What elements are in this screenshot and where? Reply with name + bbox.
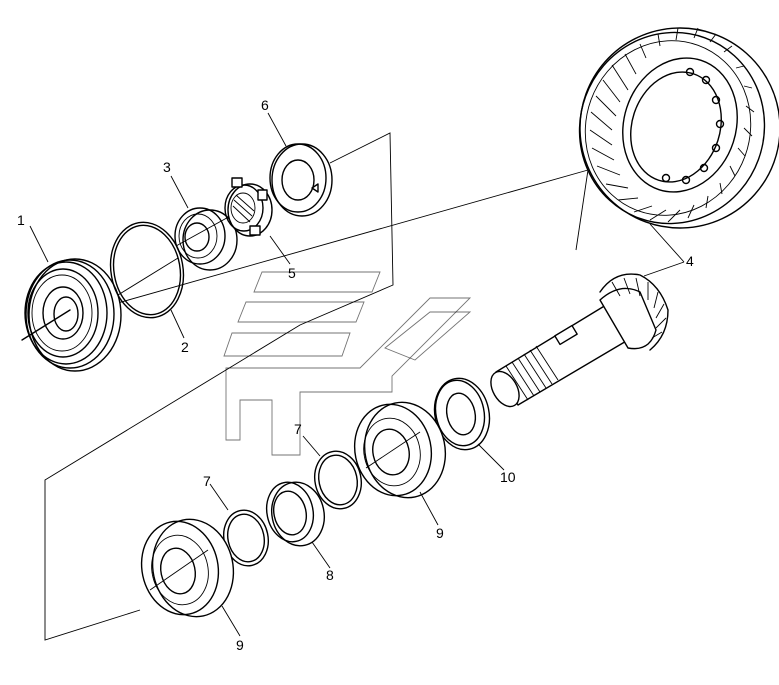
part-4-ring-gear: [578, 27, 779, 229]
part-3-bearing: [174, 207, 238, 271]
callout-5: 5: [288, 265, 296, 281]
part-7-ring-upper: [314, 450, 362, 510]
part-4-pinion-shaft: [490, 273, 669, 408]
callout-10: 10: [500, 469, 516, 485]
ring-gear-teeth: [589, 27, 755, 223]
callout-7-upper: 7: [294, 421, 302, 437]
part-8-spacer: [265, 481, 325, 547]
callout-1: 1: [17, 212, 25, 228]
callout-4: 4: [686, 253, 694, 269]
callout-9-upper: 9: [436, 525, 444, 541]
pinion-teeth: [599, 273, 669, 351]
leader-lines: [29, 112, 685, 637]
part-5-slotted-nut: [224, 177, 273, 237]
callout-9-lower: 9: [236, 637, 244, 653]
part-9-bearing-lower: [140, 518, 235, 618]
part-6-washer: [269, 143, 333, 217]
callout-7-lower: 7: [203, 473, 211, 489]
part-1-housing: [21, 258, 122, 372]
callout-2: 2: [181, 339, 189, 355]
part-10-shim: [433, 377, 491, 451]
ring-gear-bolt-holes: [661, 67, 725, 185]
callout-6: 6: [261, 97, 269, 113]
part-9-bearing-upper: [353, 401, 447, 499]
callout-3: 3: [163, 159, 171, 175]
watermark-logo: [223, 271, 472, 456]
callout-8: 8: [326, 567, 334, 583]
callout-labels: 1 2 3 4 5 6 7 7 8 9 9 10: [17, 97, 694, 653]
assembly-frame-lines: [44, 132, 589, 641]
part-2-o-ring: [109, 221, 185, 319]
